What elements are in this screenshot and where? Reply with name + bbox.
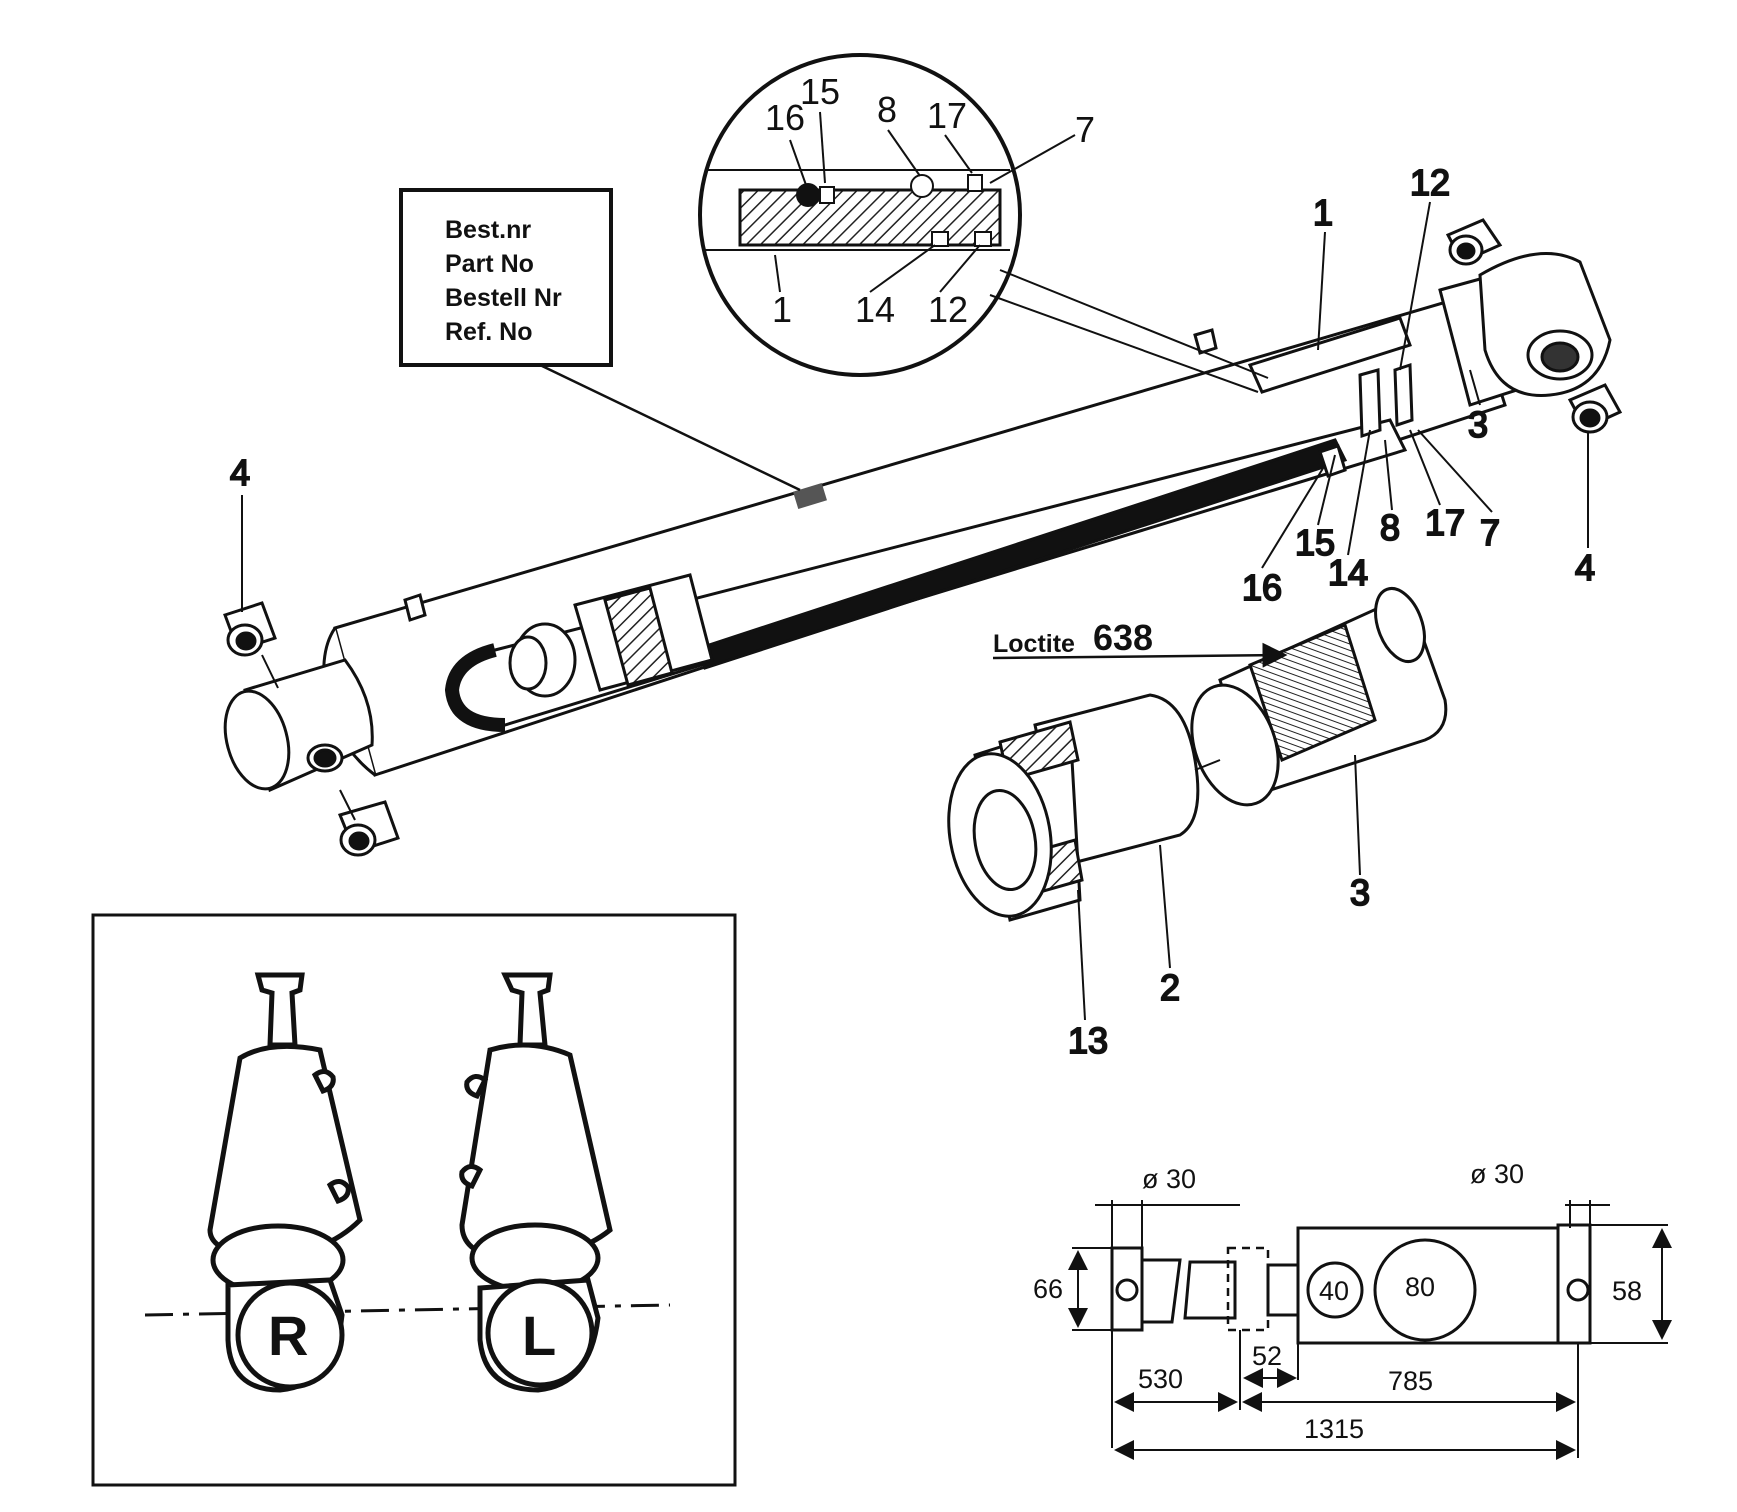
- dim-40: 40: [1319, 1276, 1349, 1306]
- detail-label-17: 17: [927, 95, 967, 136]
- dim-dia-left: ø 30: [1142, 1164, 1196, 1194]
- port-fitting-left: [403, 593, 427, 622]
- right-hand-marker: R: [268, 1304, 308, 1367]
- gland-exploded-view: [947, 587, 1448, 922]
- dim-530: 530: [1138, 1364, 1183, 1394]
- bushing-left-top: [223, 601, 277, 657]
- label-line-3: Bestell Nr: [445, 284, 562, 312]
- detail-label-15: 15: [800, 71, 840, 112]
- callouts: 1 12 3 4 4 16 15 14 8 17 7: [229, 161, 1596, 612]
- callout-4-left: 4: [230, 452, 250, 493]
- dimension-drawing: [1110, 1223, 1592, 1345]
- dim-dia-right: ø 30: [1470, 1159, 1524, 1189]
- dimension-lines: [1068, 1200, 1672, 1460]
- callout-4-right: 4: [1575, 547, 1595, 588]
- callout-7: 7: [1480, 512, 1500, 553]
- loctite-number: 638: [1093, 617, 1153, 658]
- callout-13: 13: [1068, 1020, 1108, 1061]
- dim-58: 58: [1612, 1276, 1642, 1306]
- callout-3-rod: 3: [1468, 404, 1488, 445]
- callout-16: 16: [1242, 567, 1282, 608]
- detail-label-7: 7: [1075, 109, 1095, 150]
- callout-12: 12: [1410, 162, 1450, 203]
- label-line-2: Part No: [445, 250, 534, 278]
- dim-80: 80: [1405, 1272, 1435, 1302]
- gland-seal: [1358, 368, 1382, 439]
- detail-label-14: 14: [855, 289, 895, 330]
- detail-label-12: 12: [928, 289, 968, 330]
- cylinder-assembly: [223, 218, 1623, 857]
- loctite-label: Loctite: [993, 630, 1075, 658]
- dim-52: 52: [1252, 1341, 1282, 1371]
- callout-17: 17: [1425, 502, 1465, 543]
- detail-label-16: 16: [765, 97, 805, 138]
- bushing-right-top: [1445, 218, 1503, 266]
- loctite-callout: Loctite 638: [992, 617, 1288, 668]
- callout-2: 2: [1160, 967, 1180, 1008]
- part-number-label-box: Best.nr Part No Bestell Nr Ref. No: [399, 188, 801, 492]
- bushing-right-bottom: [1567, 383, 1623, 434]
- callout-14: 14: [1328, 552, 1368, 593]
- dimension-labels: ø 30 ø 30 66 58 40 80 530 52 785 1315: [1033, 1159, 1642, 1444]
- detail-label-8: 8: [877, 89, 897, 130]
- callout-15: 15: [1295, 522, 1335, 563]
- dim-1315: 1315: [1304, 1414, 1364, 1444]
- dim-785: 785: [1388, 1366, 1433, 1396]
- orientation-inset: R L: [91, 913, 737, 1487]
- bore-80: [1373, 1238, 1477, 1342]
- gland-cover: [1247, 316, 1412, 394]
- cylinder-right-hand: [207, 972, 363, 1393]
- dim-66: 66: [1033, 1274, 1063, 1304]
- left-hand-marker: L: [522, 1304, 556, 1367]
- label-line-4: Ref. No: [445, 318, 533, 346]
- label-line-1: Best.nr: [445, 216, 531, 244]
- cylinder-left-hand: [459, 972, 613, 1393]
- exploded-callouts: 3 2 13: [1067, 754, 1371, 1062]
- cylinder-end-face: [223, 689, 291, 791]
- bushing-left-bottom: [337, 800, 400, 857]
- seal-detail-magnifier: 16 15 8 17 7 1 14 12: [698, 53, 1269, 393]
- callout-8: 8: [1380, 507, 1400, 548]
- port-40: [1306, 1261, 1364, 1319]
- callout-1: 1: [1313, 192, 1333, 233]
- detail-label-1: 1: [772, 289, 792, 330]
- port-fitting-right: [1193, 328, 1218, 355]
- callout-3-threads: 3: [1350, 872, 1370, 913]
